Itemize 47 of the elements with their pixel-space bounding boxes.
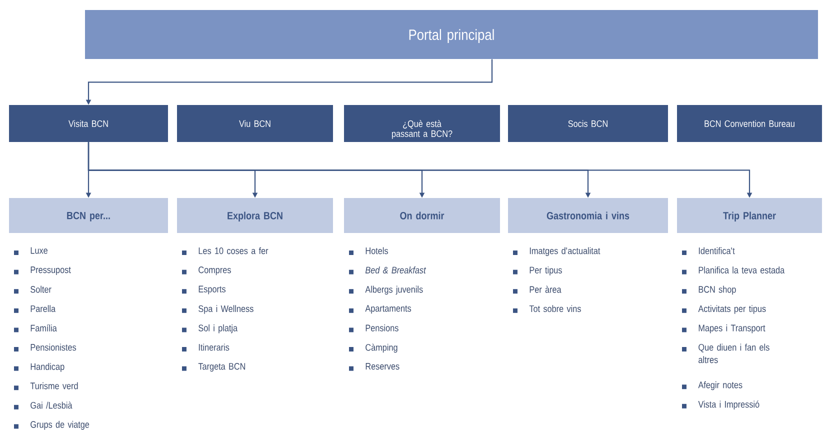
bullet-item: Per tipus: [513, 266, 562, 276]
bullet-item: Activitats per tipus: [682, 305, 766, 314]
bullet-item: Albergs juvenils: [349, 286, 423, 295]
section-box: Visita BCN: [9, 105, 168, 142]
bullet-item: Handicap: [14, 363, 64, 372]
bullet-item: Pressupost: [14, 266, 71, 275]
bullet-item: Itineraris: [182, 344, 230, 352]
category-box: On dormir: [344, 198, 500, 233]
bullet-item: Parella: [14, 305, 56, 313]
section-box: Viu BCN: [177, 105, 333, 142]
section-box: ¿Què està passant a BCN?: [344, 105, 500, 142]
bullet-item: Compres: [182, 266, 231, 276]
bullet-item: Gai /Lesbià: [14, 402, 72, 410]
bullet-item: Sol i platja: [182, 324, 238, 334]
bullet-item: Grups de viatge: [14, 420, 90, 430]
category-box: BCN per...: [9, 198, 168, 233]
bullet-item: Per àrea: [513, 286, 562, 294]
bullet-item: BCN shop: [682, 286, 736, 295]
bullet-item: Afegir notes: [682, 381, 742, 390]
bullet-item: Spa i Wellness: [182, 305, 254, 314]
category-box: Explora BCN: [177, 198, 333, 233]
bullet-item: Imatges d'actualitat: [513, 247, 600, 256]
bullet-item: Identifica't: [682, 247, 735, 255]
bullet-item: Tot sobre vins: [513, 305, 581, 313]
bullet-item: Pensionistes: [14, 344, 76, 352]
bullet-item: Planifica la teva estada: [682, 266, 785, 274]
bullet-item: Les 10 coses a fer: [182, 247, 268, 255]
section-box: BCN Convention Bureau: [677, 105, 822, 142]
bullet-item: Apartaments: [349, 305, 412, 314]
bullet-item: Que diuen i fan els altres: [682, 344, 770, 364]
bullet-item: Càmping: [349, 344, 398, 353]
bullet-item: Pensions: [349, 324, 398, 332]
bullet-item: Esports: [182, 286, 226, 294]
category-box: Gastronomia i vins: [508, 198, 668, 233]
bullet-item: Solter: [14, 286, 52, 294]
bullet-item: Targeta BCN: [182, 363, 246, 372]
bullet-item: Reserves: [349, 363, 400, 371]
bullet-item: Mapes i Transport: [682, 324, 766, 334]
bullet-item: Bed & Breakfast: [349, 266, 426, 274]
category-box: Trip Planner: [677, 198, 822, 233]
bullet-item: Turisme verd: [14, 382, 78, 390]
bullet-item: Hotels: [349, 247, 388, 255]
bullet-item: Vista i Impressió: [682, 400, 760, 410]
bullet-item: Luxe: [14, 247, 48, 255]
portal-box: Portal principal: [85, 10, 818, 59]
bullet-item: Família: [14, 324, 57, 332]
section-box: Socis BCN: [508, 105, 668, 142]
